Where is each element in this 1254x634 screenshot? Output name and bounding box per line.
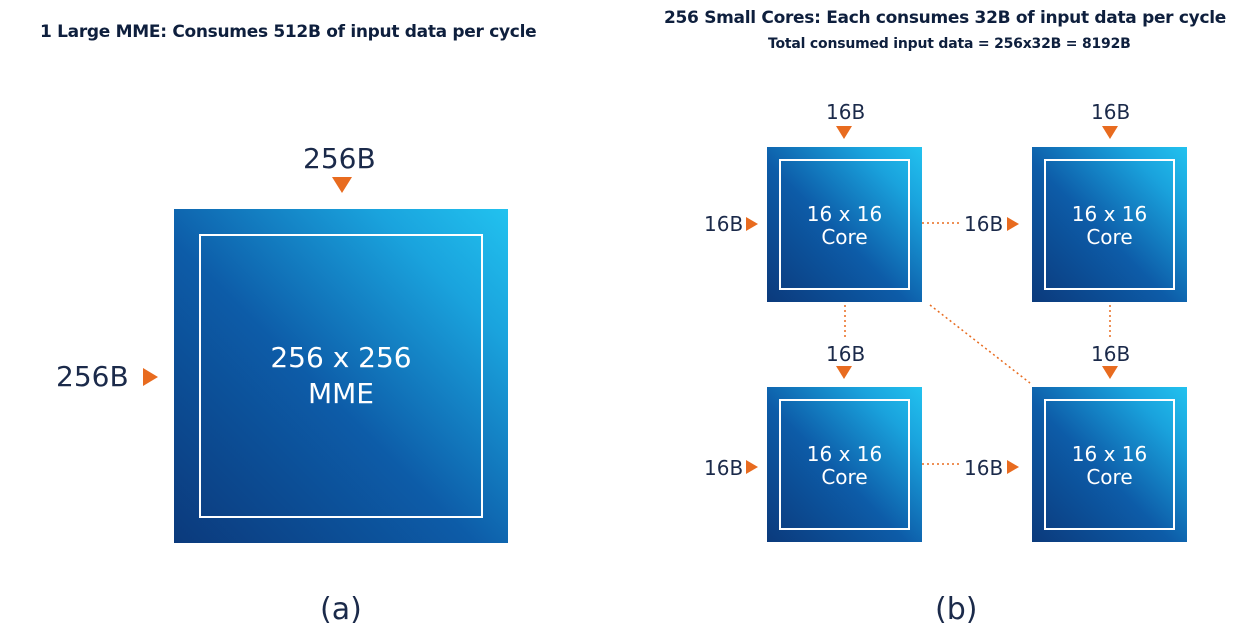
panel-b-caption: (b)	[935, 592, 978, 627]
core4-left-input-label: 16B	[964, 456, 1004, 480]
core2-left-input-arrow-icon	[1007, 217, 1019, 231]
panel-a-heading: 1 Large MME: Consumes 512B of input data…	[40, 22, 537, 42]
core2-label-line1: 16 x 16	[1071, 202, 1148, 226]
core3-left-input-arrow-icon	[746, 460, 758, 474]
core-block-1: 16 x 16 Core	[767, 147, 922, 302]
mme-top-input-label: 256B	[303, 142, 376, 175]
core2-top-input-label: 16B	[1091, 100, 1131, 124]
mme-block-label-line1: 256 x 256	[270, 341, 412, 374]
core4-left-input-arrow-icon	[1007, 460, 1019, 474]
core4-inner-frame	[1044, 399, 1175, 530]
core2-label-line2: Core	[1086, 225, 1133, 249]
core3-inner-frame	[779, 399, 910, 530]
panel-b-subheading: Total consumed input data = 256x32B = 81…	[768, 36, 1131, 52]
core1-left-input-arrow-icon	[746, 217, 758, 231]
core1-label-line2: Core	[821, 225, 868, 249]
core3-top-input-label: 16B	[826, 342, 866, 366]
core2-top-input-arrow-icon	[1102, 126, 1118, 139]
core2-left-input-label: 16B	[964, 212, 1004, 236]
core1-top-input-label: 16B	[826, 100, 866, 124]
panel-b-heading: 256 Small Cores: Each consumes 32B of in…	[664, 8, 1226, 28]
mme-left-input-label: 256B	[56, 360, 129, 393]
mme-block-label-line2: MME	[307, 377, 374, 410]
core3-label-line1: 16 x 16	[806, 442, 883, 466]
core3-left-input-label: 16B	[704, 456, 744, 480]
core-block-2: 16 x 16 Core	[1032, 147, 1187, 302]
core4-top-input-label: 16B	[1091, 342, 1131, 366]
core3-top-input-arrow-icon	[836, 366, 852, 379]
core1-label-line1: 16 x 16	[806, 202, 883, 226]
mme-left-input-arrow-icon	[143, 368, 158, 386]
core3-label-line2: Core	[821, 465, 868, 489]
core1-left-input-label: 16B	[704, 212, 744, 236]
core-block-4: 16 x 16 Core	[1032, 387, 1187, 542]
core4-top-input-arrow-icon	[1102, 366, 1118, 379]
mme-top-input-arrow-icon	[332, 177, 352, 193]
mme-block: 256 x 256 MME	[174, 209, 508, 543]
core2-inner-frame	[1044, 159, 1175, 290]
connector-core1-core4	[929, 304, 1031, 384]
mme-inner-frame	[199, 234, 483, 518]
core-block-3: 16 x 16 Core	[767, 387, 922, 542]
panel-a-caption: (a)	[320, 592, 362, 627]
core4-label-line2: Core	[1086, 465, 1133, 489]
core4-label-line1: 16 x 16	[1071, 442, 1148, 466]
core1-inner-frame	[779, 159, 910, 290]
core1-top-input-arrow-icon	[836, 126, 852, 139]
